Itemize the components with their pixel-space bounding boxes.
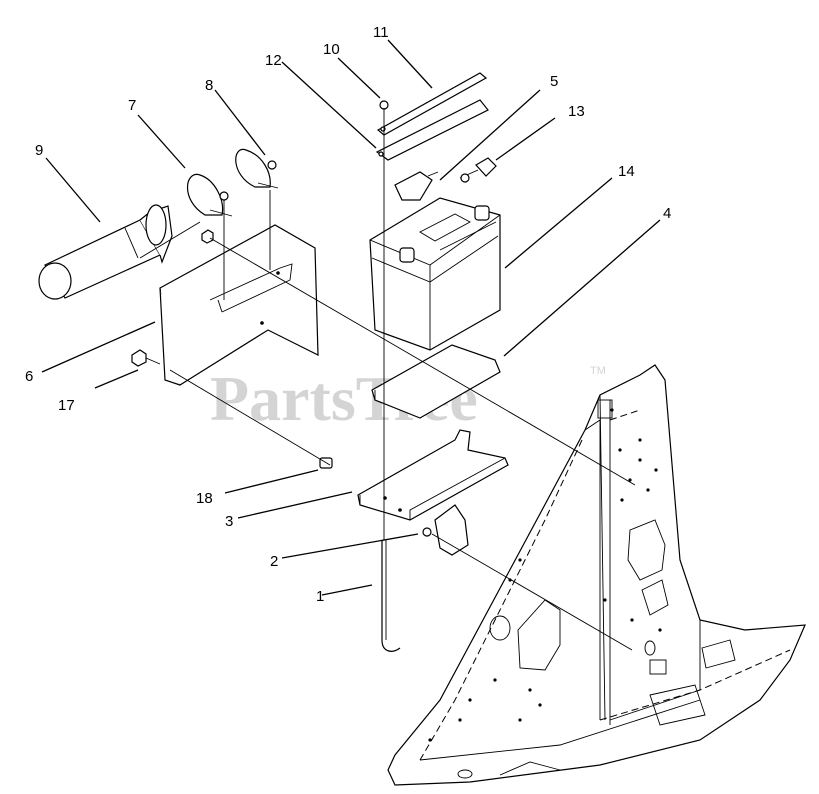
callout-18[interactable]: 18: [196, 490, 213, 507]
part-11-strap[interactable]: [376, 72, 488, 136]
frame-assembly[interactable]: [387, 364, 806, 786]
callout-8[interactable]: 8: [205, 77, 213, 94]
assembly-lines: [139, 108, 636, 651]
callout-7[interactable]: 7: [128, 97, 136, 114]
callout-10[interactable]: 10: [323, 41, 340, 58]
callout-3[interactable]: 3: [225, 513, 233, 530]
callout-1[interactable]: 1: [316, 588, 324, 605]
callout-5[interactable]: 5: [550, 73, 558, 90]
part-9-tube[interactable]: [38, 204, 173, 300]
leader-lines: [41, 39, 661, 596]
callout-12[interactable]: 12: [265, 52, 282, 69]
part-8-clamp[interactable]: [235, 148, 279, 189]
callout-4[interactable]: 4: [663, 205, 671, 222]
watermark-tm: TM: [590, 365, 606, 377]
callout-11[interactable]: 11: [373, 24, 389, 41]
part-7-clamp[interactable]: [187, 173, 233, 217]
part-17-screw-upper[interactable]: [201, 229, 214, 244]
part-1-rod[interactable]: [381, 540, 401, 652]
callout-labels: 1 2 3 4 5 6 7 8 9 10 11 12 13 14 17 18: [25, 24, 671, 605]
part-10-nut[interactable]: [379, 100, 389, 110]
callout-9[interactable]: 9: [35, 142, 43, 159]
callout-6[interactable]: 6: [25, 368, 33, 385]
part-13-terminal[interactable]: [459, 157, 497, 183]
part-6-cover[interactable]: [159, 224, 319, 386]
callout-2[interactable]: 2: [270, 553, 278, 570]
callout-17[interactable]: 17: [58, 397, 75, 414]
callout-13[interactable]: 13: [568, 103, 585, 120]
part-5-terminal-boot[interactable]: [394, 171, 439, 201]
part-17-screw[interactable]: [131, 349, 161, 367]
part-4-pad[interactable]: [371, 344, 501, 419]
part-3-tray[interactable]: [357, 429, 509, 521]
callout-14[interactable]: 14: [618, 163, 635, 180]
part-14-battery[interactable]: [369, 197, 501, 351]
part-2-bracket[interactable]: [422, 504, 469, 556]
